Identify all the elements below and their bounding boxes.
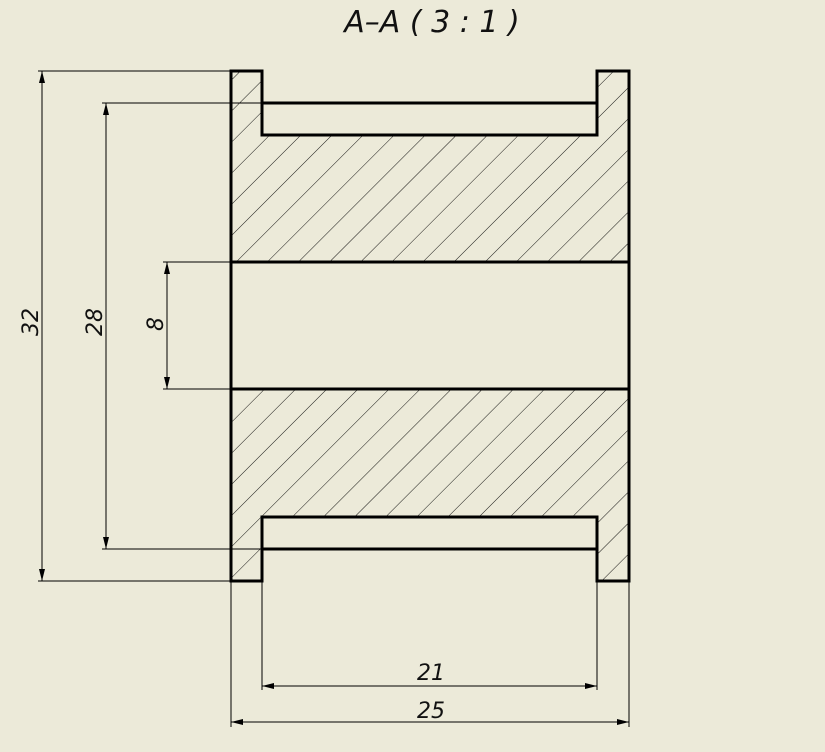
dim-inner-width: 21 bbox=[417, 661, 445, 686]
dim-bore-diameter: 8 bbox=[144, 317, 169, 331]
dim-overall-width: 25 bbox=[417, 699, 445, 724]
dim-groove-diameter: 28 bbox=[83, 308, 108, 336]
dim-outer-diameter: 32 bbox=[19, 308, 44, 336]
dimension-lines bbox=[38, 70, 630, 727]
view-title: A–A ( 3 : 1 ) bbox=[342, 5, 519, 40]
upper-section-hatch bbox=[229, 69, 631, 264]
lower-section-hatch bbox=[229, 387, 631, 583]
